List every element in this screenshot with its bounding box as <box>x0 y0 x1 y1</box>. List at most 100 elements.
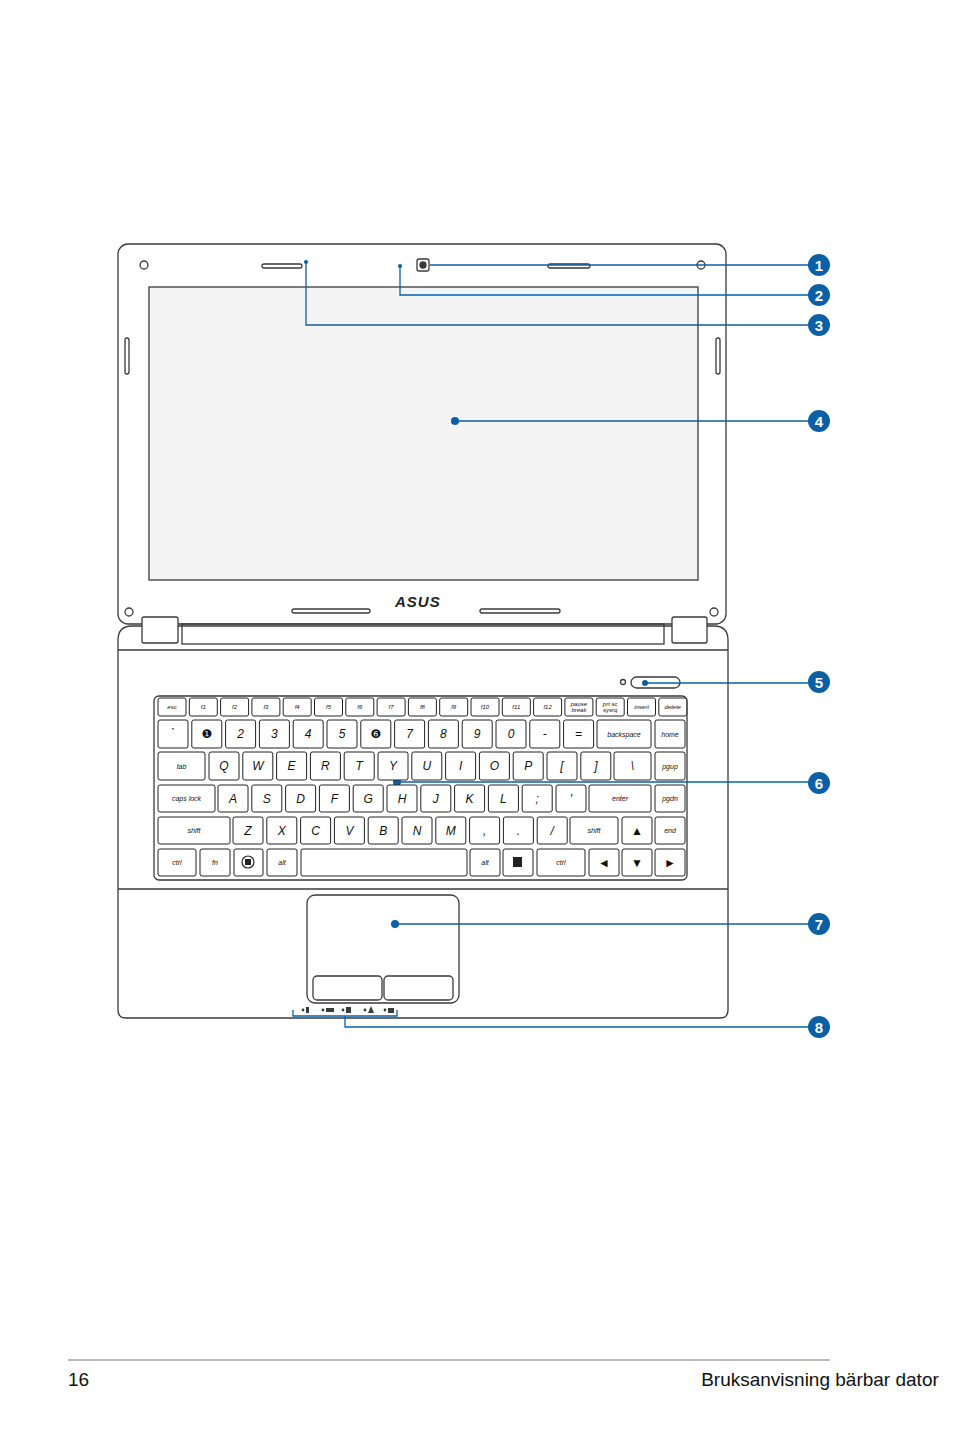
key-cap <box>655 752 685 780</box>
key-label: ► <box>655 849 685 876</box>
key-cap <box>479 752 509 780</box>
key-cap <box>614 752 651 780</box>
key-label: G <box>353 785 383 812</box>
key-label: L <box>488 785 518 812</box>
key-label: K <box>455 785 485 812</box>
key-label: I <box>446 752 476 780</box>
key-label: esc <box>158 698 186 716</box>
key-label: prt sc sysrq <box>596 698 624 716</box>
key-label: enter <box>589 785 651 812</box>
key-label: S <box>252 785 282 812</box>
key-label: shift <box>158 817 230 844</box>
key-cap <box>597 720 651 748</box>
key-label: f11 <box>502 698 530 716</box>
key-cap <box>436 817 466 844</box>
callout-number: 2 <box>808 284 830 306</box>
key-label: f8 <box>408 698 436 716</box>
key-cap <box>428 720 458 748</box>
key-cap <box>496 720 526 748</box>
key-cap <box>361 720 391 748</box>
key-label: Y <box>378 752 408 780</box>
key-cap <box>283 698 311 716</box>
key-cap <box>301 849 467 876</box>
key-cap <box>192 720 222 748</box>
callout-number: 6 <box>808 772 830 794</box>
key-label: , <box>470 817 500 844</box>
key-cap <box>226 720 256 748</box>
key-cap <box>158 785 215 812</box>
key-label: fn <box>200 849 230 876</box>
key-cap <box>547 752 577 780</box>
key-cap <box>286 785 316 812</box>
key-label: P <box>513 752 543 780</box>
key-label: ctrl <box>537 849 585 876</box>
key-cap <box>158 752 205 780</box>
footer-title: Bruksanvisning bärbar dator <box>701 1370 939 1389</box>
key-cap <box>503 817 533 844</box>
key-label: R <box>310 752 340 780</box>
key-cap <box>158 698 186 716</box>
key-cap <box>462 720 492 748</box>
key-cap <box>589 785 651 812</box>
key-cap <box>368 817 398 844</box>
key-cap <box>589 849 619 876</box>
key-cap <box>503 849 533 876</box>
key-label: f4 <box>283 698 311 716</box>
key-label: - <box>530 720 560 748</box>
key-label: U <box>412 752 442 780</box>
key-label: [ <box>547 752 577 780</box>
key-label: C <box>301 817 331 844</box>
key-label: f6 <box>346 698 374 716</box>
key-label: B <box>368 817 398 844</box>
key-label: Q <box>209 752 239 780</box>
key-cap <box>622 817 652 844</box>
key-cap <box>513 752 543 780</box>
key-label: ◄ <box>589 849 619 876</box>
callout-number: 7 <box>808 913 830 935</box>
key-label: delete <box>659 698 687 716</box>
key-cap <box>655 720 685 748</box>
key-label: Z <box>233 817 263 844</box>
key-label: A <box>218 785 248 812</box>
key-label: pgup <box>655 752 685 780</box>
key-cap <box>233 817 263 844</box>
key-label: 9 <box>462 720 492 748</box>
callout-number: 8 <box>808 1016 830 1038</box>
key-label: f3 <box>252 698 280 716</box>
key-cap <box>522 785 552 812</box>
key-label: alt <box>267 849 297 876</box>
key-label: insert <box>628 698 656 716</box>
key-cap <box>327 720 357 748</box>
key-cap <box>353 785 383 812</box>
key-cap <box>267 817 297 844</box>
key-label: F <box>319 785 349 812</box>
key-label: = <box>564 720 594 748</box>
key-cap <box>259 720 289 748</box>
key-label: J <box>421 785 451 812</box>
key-label: f7 <box>377 698 405 716</box>
key-cap <box>488 785 518 812</box>
key-label: 7 <box>395 720 425 748</box>
key-label: f9 <box>440 698 468 716</box>
key-label: E <box>277 752 307 780</box>
key-cap <box>530 720 560 748</box>
key-cap <box>412 752 442 780</box>
key-label: f2 <box>221 698 249 716</box>
key-label: / <box>537 817 567 844</box>
key-label: home <box>655 720 685 748</box>
key-label: T <box>344 752 374 780</box>
key-cap <box>377 698 405 716</box>
key-cap <box>221 698 249 716</box>
key-label: \ <box>614 752 651 780</box>
key-cap <box>252 785 282 812</box>
key-cap <box>387 785 417 812</box>
key-label: H <box>387 785 417 812</box>
key-cap <box>421 785 451 812</box>
key-cap <box>310 752 340 780</box>
key-label: D <box>286 785 316 812</box>
key-label: ' <box>556 785 586 812</box>
key-cap <box>440 698 468 716</box>
key-label: ctrl <box>158 849 196 876</box>
key-cap <box>446 752 476 780</box>
